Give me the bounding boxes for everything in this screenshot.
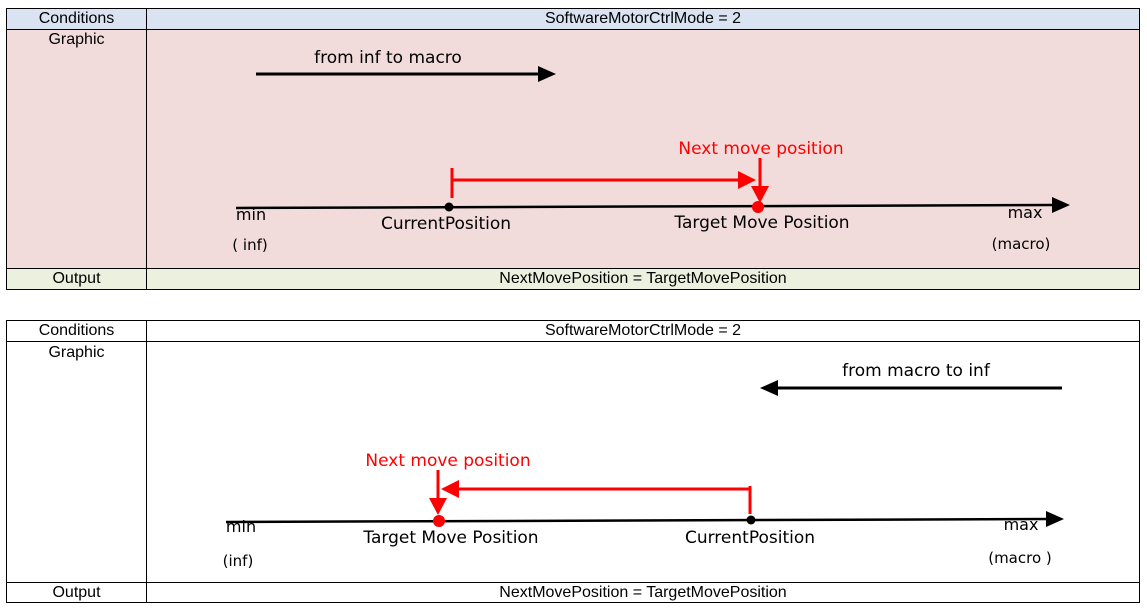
condition-table-inf-to-macro: Conditions SoftwareMotorCtrlMode = 2 Gra… — [6, 8, 1140, 290]
graphic-row: Graphic — [7, 342, 1139, 582]
move-arrowhead — [738, 171, 756, 189]
min-sub-label: (inf) — [223, 552, 254, 570]
min-label: min — [236, 205, 266, 224]
direction-text: from inf to macro — [314, 48, 462, 68]
max-label: max — [1008, 203, 1043, 222]
current-position-label: CurrentPosition — [685, 528, 815, 548]
current-position-dot — [746, 515, 756, 525]
next-move-label: Next move position — [365, 451, 530, 471]
output-value: NextMovePosition = TargetMovePosition — [499, 270, 787, 287]
position-axis — [235, 203, 1055, 210]
conditions-label: Conditions — [7, 321, 147, 341]
graphic-row: Graphic — [7, 30, 1139, 268]
conditions-label: Conditions — [7, 9, 147, 29]
current-position-dot — [444, 202, 454, 212]
output-row: Output NextMovePosition = TargetMovePosi… — [7, 269, 1139, 289]
current-position-label: CurrentPosition — [381, 214, 511, 234]
move-arrowhead — [441, 480, 459, 498]
conditions-value: SoftwareMotorCtrlMode = 2 — [544, 322, 742, 339]
target-position-label: Target Move Position — [362, 528, 538, 548]
max-sub-label: (macro ) — [988, 549, 1052, 567]
graphic-label: Graphic — [7, 342, 147, 582]
axis-arrowhead — [1052, 197, 1070, 213]
target-position-label: Target Move Position — [673, 213, 849, 233]
next-move-pointer-head — [429, 498, 447, 515]
output-label: Output — [7, 269, 147, 289]
max-label: max — [1004, 515, 1039, 534]
output-value: NextMovePosition = TargetMovePosition — [499, 584, 787, 601]
target-position-dot — [433, 515, 445, 527]
direction-arrowhead — [538, 66, 556, 82]
conditions-row: Conditions SoftwareMotorCtrlMode = 2 — [7, 9, 1139, 29]
min-sub-label: ( inf) — [232, 236, 267, 254]
next-move-pointer-head — [751, 186, 769, 203]
min-label: min — [226, 517, 256, 536]
graphic-label: Graphic — [7, 30, 147, 268]
max-sub-label: (macro) — [992, 235, 1051, 253]
axis-arrowhead — [1046, 511, 1064, 527]
output-row: Output NextMovePosition = TargetMovePosi… — [7, 583, 1139, 602]
direction-arrowhead — [760, 380, 778, 396]
target-position-dot — [752, 201, 764, 213]
next-move-label: Next move position — [678, 139, 843, 159]
conditions-row: Conditions SoftwareMotorCtrlMode = 2 — [7, 321, 1139, 341]
direction-text: from macro to inf — [842, 361, 991, 381]
output-label: Output — [7, 583, 147, 602]
conditions-value: SoftwareMotorCtrlMode = 2 — [544, 10, 742, 27]
position-axis — [225, 517, 1049, 524]
condition-table-macro-to-inf: Conditions SoftwareMotorCtrlMode = 2 Gra… — [6, 320, 1140, 603]
